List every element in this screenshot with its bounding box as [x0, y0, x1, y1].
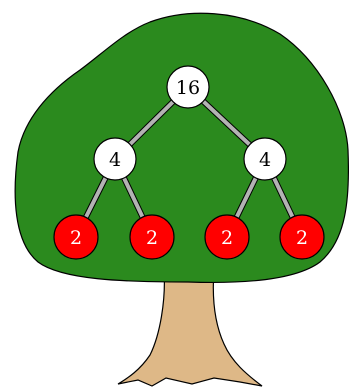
leaf-node-0-1: 2 — [129, 214, 175, 260]
child-node-0: 4 — [93, 137, 137, 181]
child-node-1-circle — [243, 137, 287, 181]
child-node-1-label: 4 — [259, 149, 271, 171]
root-node-label: 16 — [176, 77, 200, 99]
tree-canopy — [14, 12, 349, 284]
root-node: 16 — [166, 65, 210, 109]
leaf-node-1-1-label: 2 — [296, 227, 308, 249]
tree-nodes: 16 4 2 2 4 2 2 — [53, 65, 325, 260]
child-node-0-circle — [93, 137, 137, 181]
leaf-node-1-0-label: 2 — [221, 227, 233, 249]
leaf-node-0-1-label: 2 — [146, 227, 158, 249]
child-node-1: 4 — [243, 137, 287, 181]
leaf-node-0-0-circle — [53, 214, 99, 260]
leaf-node-0-0-label: 2 — [70, 227, 82, 249]
child-node-0-label: 4 — [109, 149, 121, 171]
leaf-node-1-0-circle — [204, 214, 250, 260]
leaf-node-0-0: 2 — [53, 214, 99, 260]
tree-trunk — [117, 269, 263, 387]
leaf-node-0-1-circle — [129, 214, 175, 260]
root-node-circle — [166, 65, 210, 109]
leaf-node-1-0: 2 — [204, 214, 250, 260]
leaf-node-1-1: 2 — [279, 214, 325, 260]
leaf-node-1-1-circle — [279, 214, 325, 260]
